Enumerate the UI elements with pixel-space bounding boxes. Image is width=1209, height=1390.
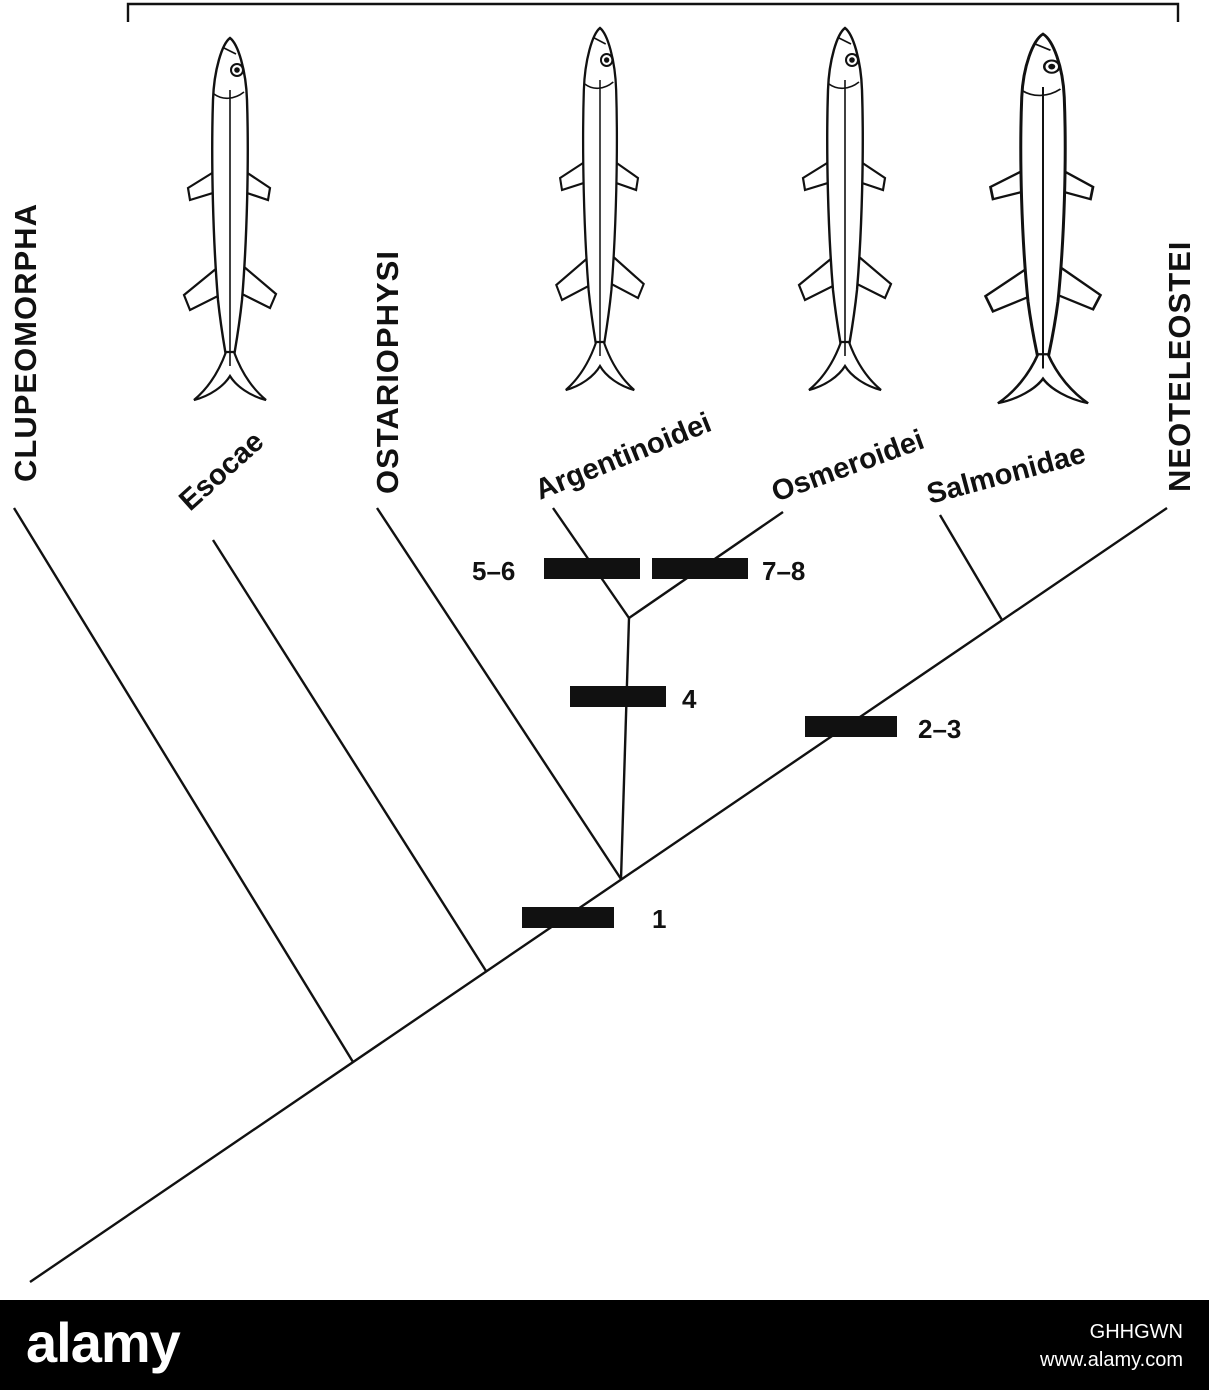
- char-label-7-8: 7–8: [762, 556, 805, 586]
- taxon-osmeroidei: Osmeroidei: [767, 424, 928, 509]
- watermark-image-id: GHHGWN: [1089, 1321, 1183, 1343]
- char-label-4: 4: [682, 684, 697, 714]
- branch-osmeriformes-stem: [619, 617, 631, 880]
- char-label-2-3: 2–3: [918, 714, 961, 744]
- character-bars: [522, 558, 897, 928]
- taxon-esocae: Esocae: [173, 425, 270, 517]
- taxon-salmonidae: Salmonidae: [924, 438, 1090, 511]
- taxon-argentinoidei: Argentinoidei: [531, 407, 716, 507]
- taxon-ostariophysi: OSTARIOPHYSI: [370, 250, 405, 494]
- esocae-fish: [182, 36, 278, 402]
- char-label-1: 1: [652, 904, 666, 934]
- watermark-url: www.alamy.com: [1040, 1349, 1183, 1371]
- char-label-5-6: 5–6: [472, 556, 515, 586]
- bar-7-8: [652, 558, 748, 579]
- bar-2-3: [805, 716, 897, 737]
- tree-lines: [12, 507, 1168, 1283]
- cladogram-figure: 1 2–3 4 5–6 7–8 CLUPEOMORPHA Esocae OSTA…: [8, 2, 1197, 1283]
- watermark-bar: alamy GHHGWN www.alamy.com: [0, 1300, 1209, 1390]
- salmonidae-fish: [984, 32, 1102, 405]
- branch-ostariophysi: [375, 507, 623, 880]
- osmeroidei-fish: [797, 26, 893, 392]
- cladogram-svg: 1 2–3 4 5–6 7–8 CLUPEOMORPHA Esocae OSTA…: [8, 2, 1197, 1283]
- bar-4: [570, 686, 666, 707]
- branch-salmonidae: [938, 514, 1004, 621]
- argentinoidei-fish: [555, 26, 645, 392]
- top-bracket: [126, 2, 1180, 22]
- branch-esocae: [211, 539, 488, 972]
- taxon-clupeomorpha: CLUPEOMORPHA: [8, 203, 43, 482]
- bar-5-6: [544, 558, 640, 579]
- watermark-info: GHHGWN www.alamy.com: [1040, 1318, 1183, 1374]
- bar-1: [522, 907, 614, 928]
- taxon-neoteleostei: NEOTELEOSTEI: [1162, 241, 1197, 492]
- watermark-logo: alamy: [26, 1311, 181, 1374]
- main-stem: [29, 507, 1168, 1283]
- branch-clupeomorpha: [12, 507, 355, 1063]
